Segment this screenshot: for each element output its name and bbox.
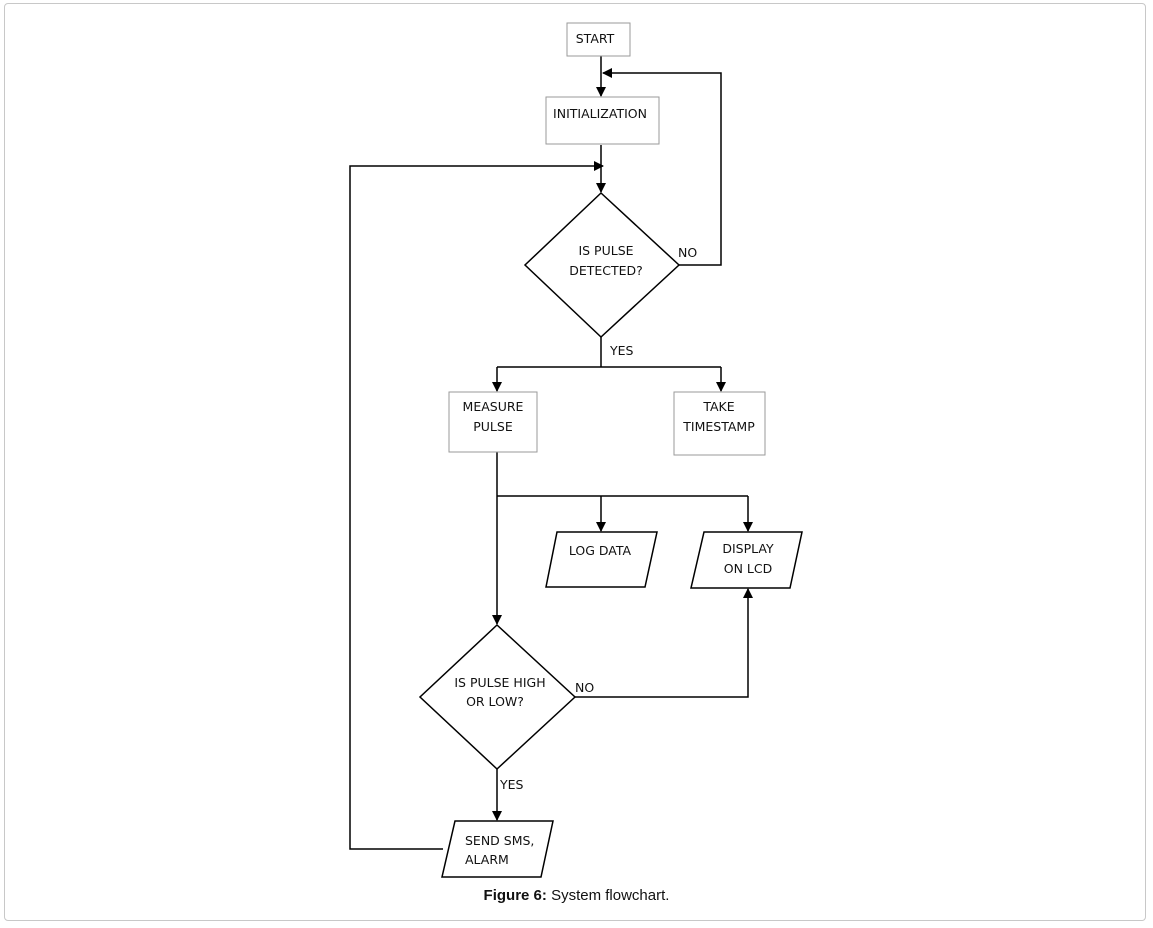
detected-yes-label: YES: [609, 343, 634, 358]
highlow-yes-label: YES: [499, 777, 524, 792]
measure-label-line1: MEASURE: [463, 399, 524, 414]
measure-label-line2: PULSE: [473, 419, 513, 434]
node-is-pulse-high-or-low: IS PULSE HIGH OR LOW?: [418, 623, 577, 771]
timestamp-label-line1: TAKE: [702, 399, 734, 414]
logdata-parallelogram: [545, 531, 658, 588]
display-parallelogram: [690, 531, 803, 589]
initialization-box: [545, 96, 660, 145]
figure-caption: Figure 6: System flowchart.: [0, 887, 1153, 904]
connectors: [349, 56, 753, 850]
node-take-timestamp: TAKE TIMESTAMP: [673, 391, 766, 456]
detected-diamond: [523, 191, 681, 339]
display-label-line1: DISPLAY: [722, 541, 774, 556]
detected-no-label: NO: [678, 245, 697, 260]
measure-box: [448, 391, 538, 453]
figure-frame: [4, 3, 1146, 921]
highlow-label-line2: OR LOW?: [466, 694, 524, 709]
start-box: [566, 22, 631, 57]
node-log-data: LOG DATA: [545, 531, 658, 588]
detected-label-line2: DETECTED?: [569, 263, 643, 278]
timestamp-label-line2: TIMESTAMP: [682, 419, 755, 434]
edge-highlow-no: [575, 588, 753, 698]
sms-parallelogram: [441, 820, 554, 878]
node-is-pulse-detected: IS PULSE DETECTED?: [523, 191, 681, 339]
node-display-on-lcd: DISPLAY ON LCD: [690, 531, 803, 589]
edge-sms-loop-back: [349, 161, 604, 850]
highlow-no-label: NO: [575, 680, 594, 695]
node-start: START: [566, 22, 631, 57]
node-measure-pulse: MEASURE PULSE: [448, 391, 538, 453]
sms-label-line1: SEND SMS,: [465, 833, 534, 848]
node-send-sms-alarm: SEND SMS, ALARM: [441, 820, 554, 878]
display-label-line2: ON LCD: [724, 561, 772, 576]
initialization-label: INITIALIZATION: [553, 106, 647, 121]
node-initialization: INITIALIZATION: [545, 96, 660, 145]
figure-caption-label: Figure 6:: [483, 887, 547, 904]
figure-caption-text: System flowchart.: [551, 887, 670, 904]
detected-label-line1: IS PULSE: [578, 243, 633, 258]
logdata-label: LOG DATA: [569, 543, 632, 558]
highlow-diamond: [418, 623, 577, 771]
highlow-label-line1: IS PULSE HIGH: [454, 675, 545, 690]
sms-label-line2: ALARM: [465, 852, 509, 867]
edge-detected-no-loop: [602, 68, 722, 266]
start-label: START: [576, 31, 615, 46]
timestamp-box: [673, 391, 766, 456]
